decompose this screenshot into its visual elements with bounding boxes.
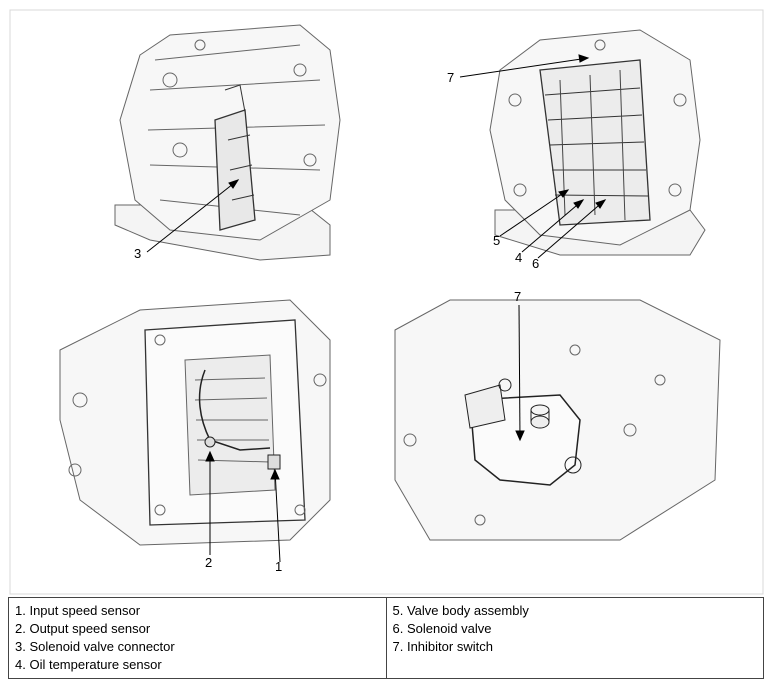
callout-7-top: 7 [447,70,454,85]
panel-inhibitor-switch [394,299,721,541]
leader-4 [521,199,584,253]
legend-item: 4. Oil temperature sensor [15,657,162,672]
legend-column-right: 5. Valve body assembly 6. Solenoid valve… [385,598,764,678]
panel-speed-sensors [59,299,331,546]
callout-3: 3 [134,246,141,261]
callout-4: 4 [515,250,522,265]
legend-column-left: 1. Input speed sensor 2. Output speed se… [9,598,386,678]
callout-6: 6 [532,256,539,271]
legend-item: 6. Solenoid valve [392,621,492,636]
transmission-diagram: 3 7 5 4 6 2 1 7 [9,9,764,595]
leader-5 [499,189,569,237]
leader-7a [459,57,589,78]
leader-6 [537,199,606,259]
panel-valve-body [489,29,706,256]
leader-lines [146,54,607,563]
callout-2: 2 [205,555,212,570]
legend-item: 2. Output speed sensor [15,621,151,636]
legend-table: 1. Input speed sensor 2. Output speed se… [8,597,764,679]
callout-1: 1 [275,559,282,574]
legend-item: 3. Solenoid valve connector [15,639,175,654]
panel-solenoid-connector [114,24,341,261]
legend-item: 7. Inhibitor switch [392,639,493,654]
legend-item: 5. Valve body assembly [392,603,529,618]
callout-5: 5 [493,233,500,248]
leader-1 [274,469,281,563]
leader-3 [146,179,239,253]
legend-item: 1. Input speed sensor [15,603,141,618]
callout-7-bottom: 7 [514,289,521,304]
leader-7b [518,304,521,441]
